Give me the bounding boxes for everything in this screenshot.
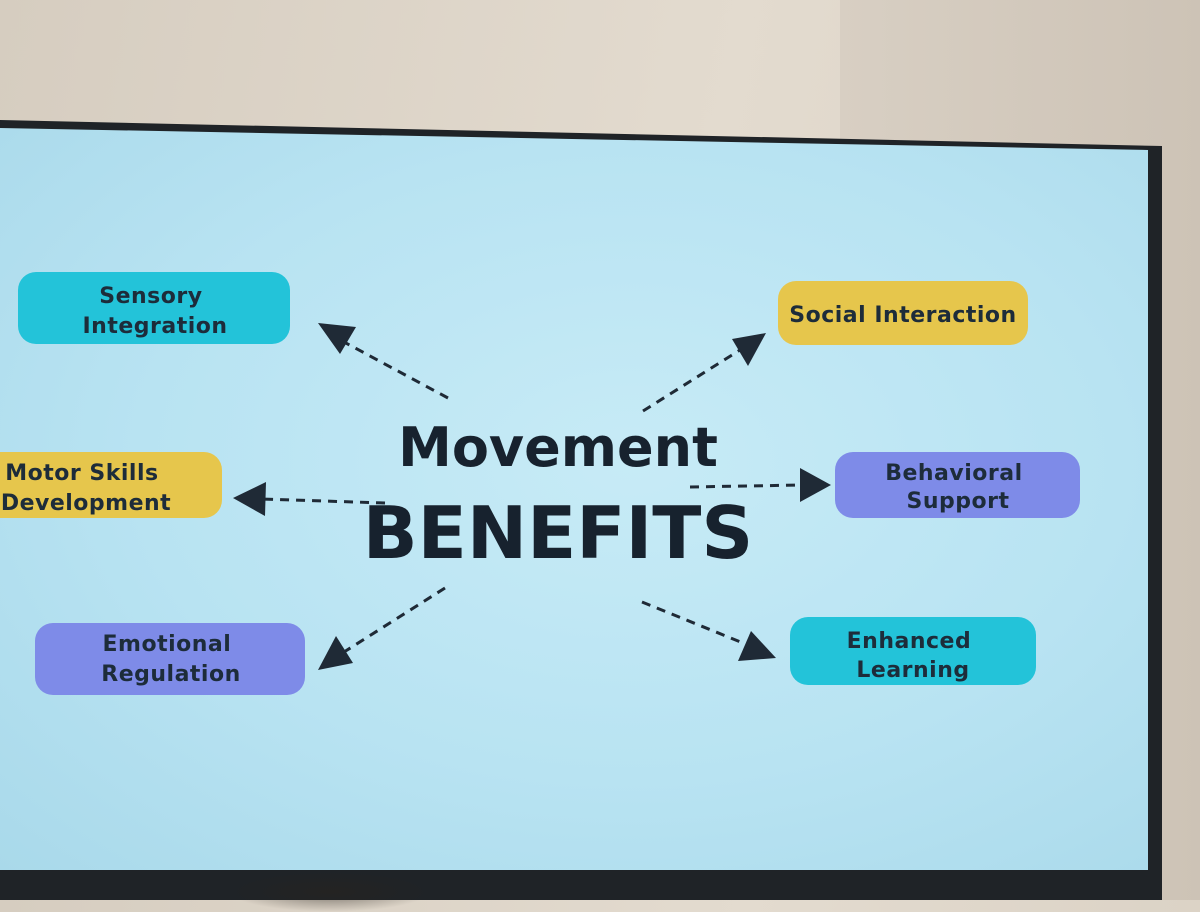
node-label-development: Development (1, 491, 171, 516)
svg-text:Sensory Integration: Sensory Integration (82, 284, 227, 339)
node-label-sensory: Sensory (99, 284, 202, 309)
node-box-enhanced-learning (790, 617, 1036, 685)
arrow-to-social-interaction (642, 333, 766, 413)
node-box-emotional-regulation (35, 623, 305, 695)
node-enhanced-learning: Enhanced Learning (790, 617, 1036, 685)
title-movement: Movement (398, 416, 718, 479)
node-label-learning: Learning (856, 658, 969, 683)
node-label-integration: Integration (82, 314, 227, 339)
node-label-behavioral: Behavioral (885, 461, 1022, 486)
center-title: Movement BENEFITS (363, 416, 753, 575)
arrow-to-behavioral-support (689, 468, 831, 502)
node-box-motor-skills-development (0, 452, 222, 518)
node-label-regulation: Regulation (101, 662, 241, 687)
node-emotional-regulation: Emotional Regulation (35, 623, 305, 695)
node-label-social-interaction: Social Interaction (789, 303, 1016, 328)
node-label-support: Support (907, 489, 1010, 514)
title-benefits: BENEFITS (363, 491, 753, 575)
svg-text:Behavioral Support: Behavioral Support (885, 461, 1031, 514)
svg-text:Enhanced Learning: Enhanced Learning (847, 629, 980, 683)
node-box-behavioral-support (835, 452, 1080, 518)
node-label-enhanced: Enhanced (847, 629, 972, 654)
svg-text:Social Interaction: Social Interaction (789, 303, 1016, 328)
node-behavioral-support: Behavioral Support (835, 452, 1080, 518)
node-motor-skills-development: Motor Skills Development (0, 452, 222, 518)
arrow-to-sensory-integration (318, 323, 449, 400)
node-box-social-interaction (778, 281, 1028, 345)
node-social-interaction: Social Interaction (778, 281, 1028, 345)
svg-text:Motor Skills Development: Motor Skills Development (1, 461, 171, 516)
node-label-emotional: Emotional (103, 632, 232, 657)
node-label-motor-skills: Motor Skills (5, 461, 158, 486)
arrow-to-enhanced-learning (641, 600, 776, 661)
arrow-to-motor-skills-development (233, 482, 386, 516)
node-sensory-integration: Sensory Integration (18, 272, 290, 344)
node-box-sensory-integration (18, 272, 290, 344)
svg-text:Emotional Regulation: Emotional Regulation (101, 632, 241, 687)
arrow-to-emotional-regulation (318, 586, 446, 670)
bottom-shadow (230, 872, 430, 912)
